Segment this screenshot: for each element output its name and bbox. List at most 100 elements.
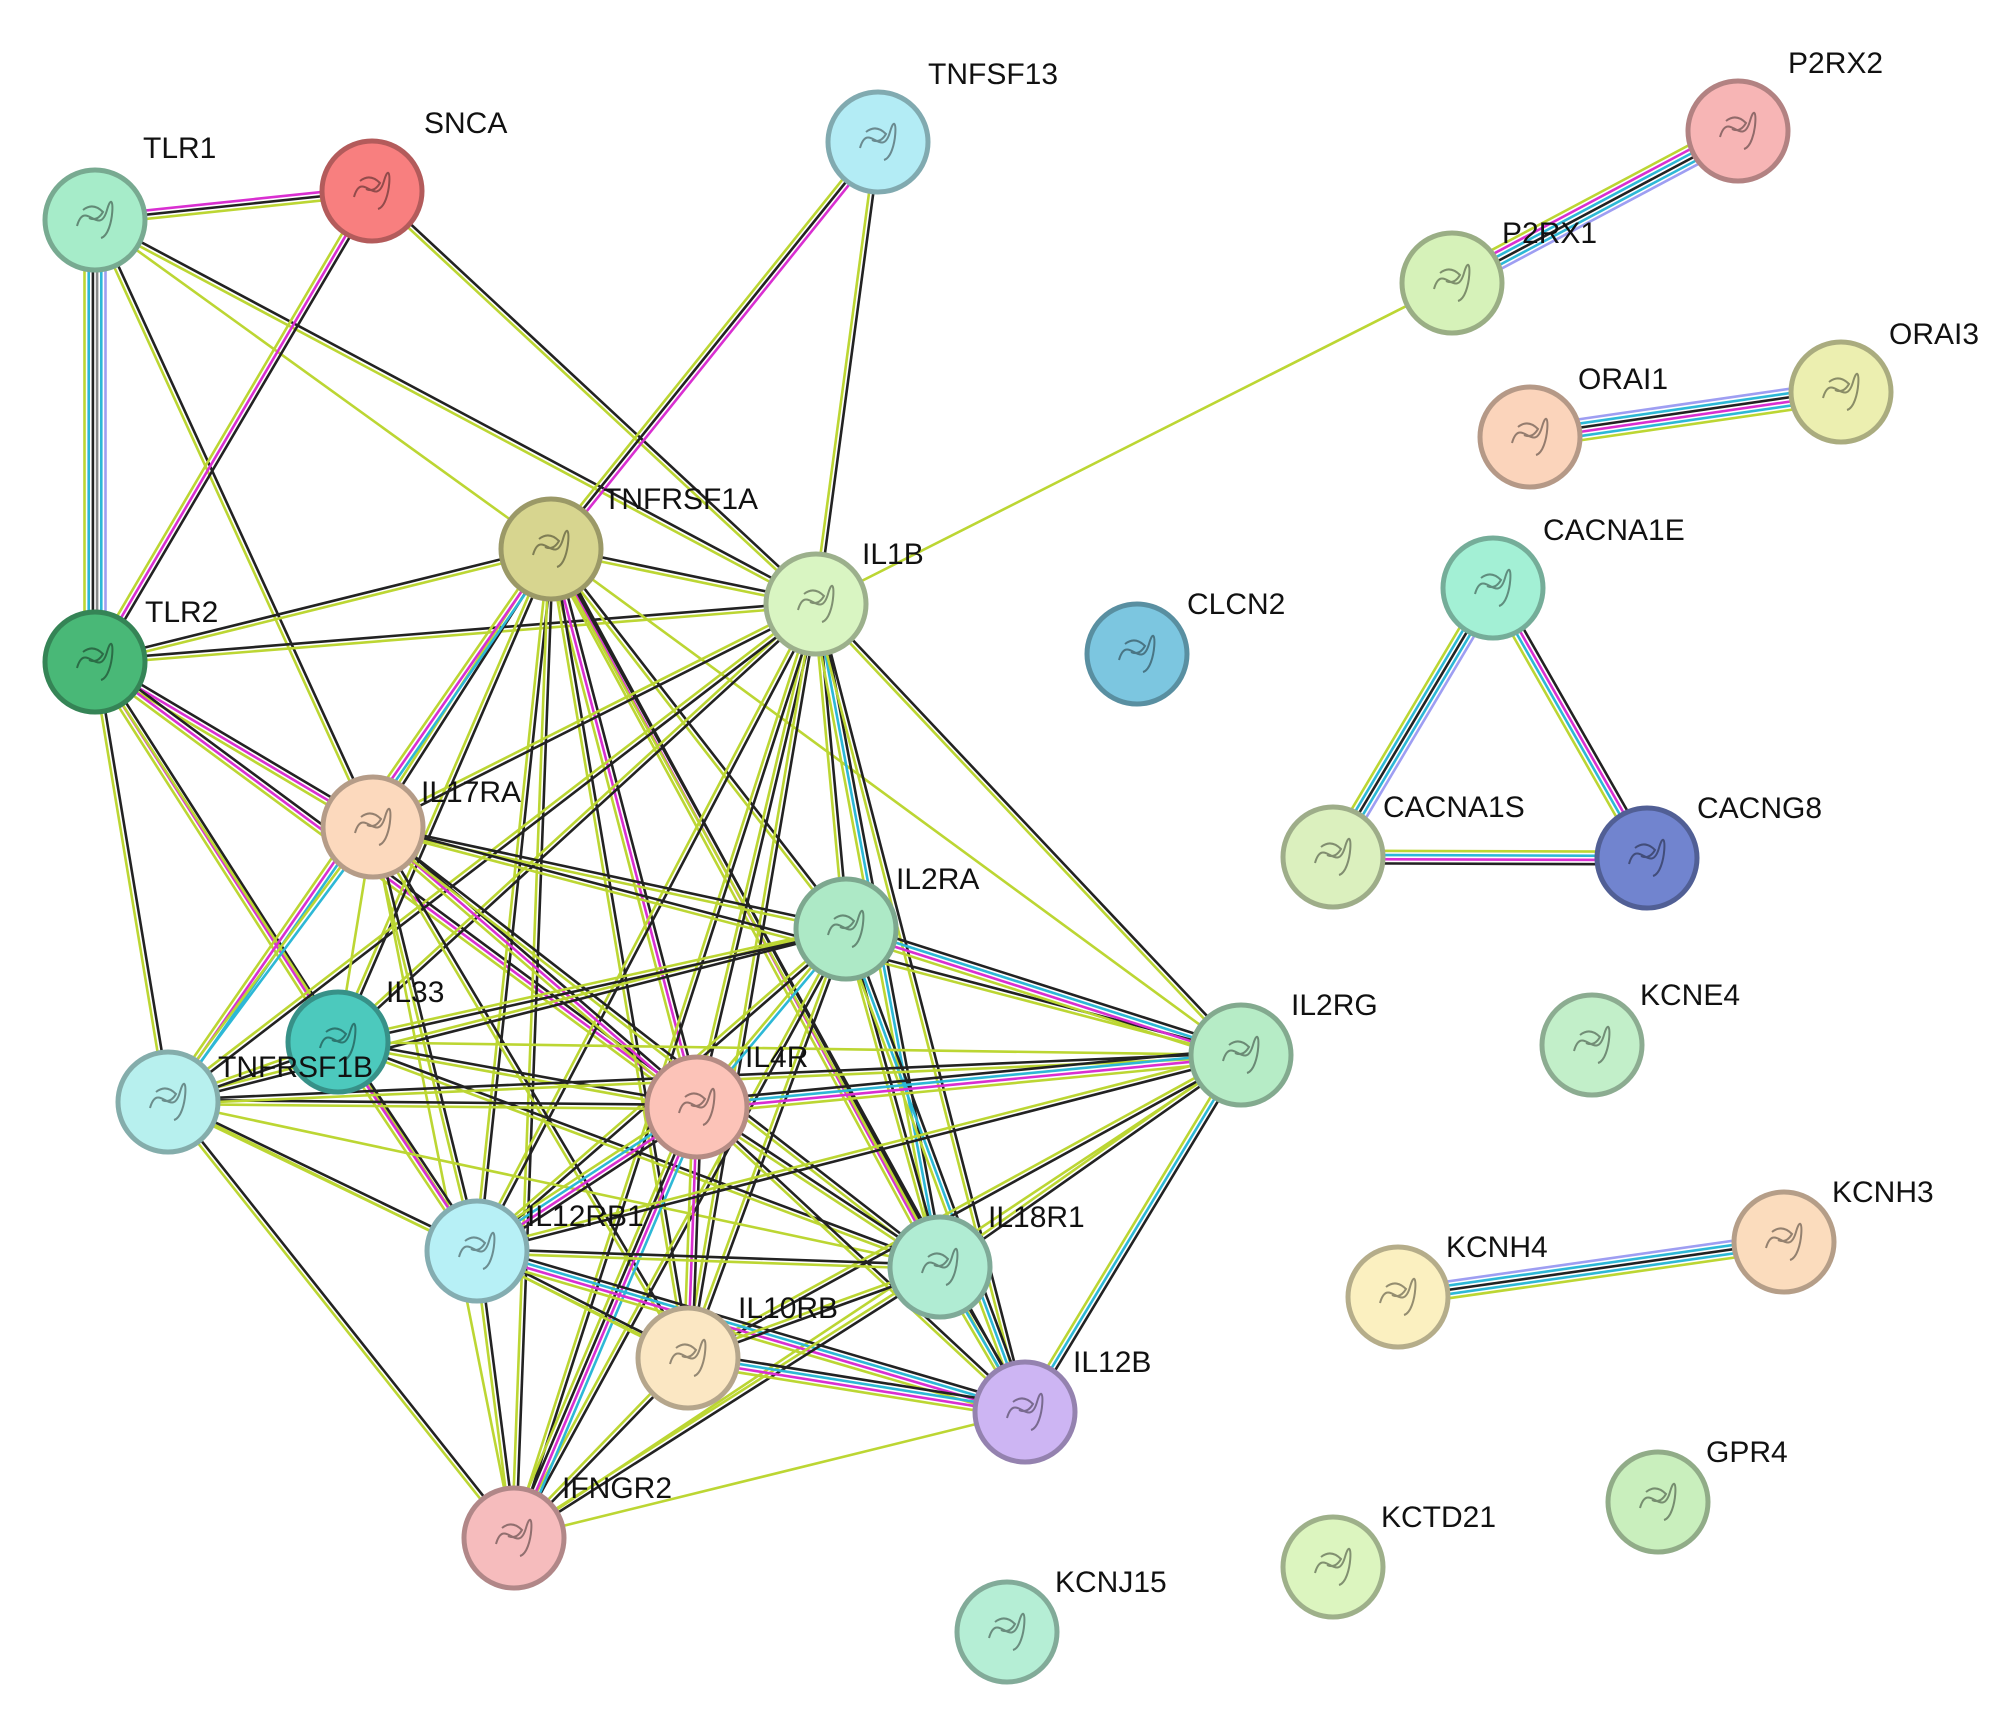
node-label: IL18R1	[988, 1201, 1085, 1234]
edge-IL18R1-IFNGR2	[512, 1264, 942, 1541]
edge-strand	[1027, 1056, 1246, 1415]
node-p2rx1[interactable]: P2RX1	[1399, 217, 1597, 336]
node-il18r1[interactable]: IL18R1	[887, 1201, 1085, 1320]
node-cacng8[interactable]: CACNG8	[1594, 792, 1822, 911]
edge-strand	[553, 547, 703, 1107]
node-il12b[interactable]: IL12B	[972, 1346, 1151, 1465]
node-il1b[interactable]: IL1B	[763, 538, 924, 657]
protein-structure-icon	[1314, 837, 1352, 876]
node-cacna1e[interactable]: CACNA1E	[1440, 514, 1685, 641]
edge-strand	[693, 603, 816, 1107]
node-gpr4[interactable]: GPR4	[1605, 1436, 1788, 1555]
node-il33[interactable]: IL33	[285, 976, 444, 1095]
node-tnfrsf1b[interactable]: TNFRSF1B	[115, 1049, 373, 1155]
edge-TNFRSF1A-IL10RB	[547, 548, 692, 1359]
edge-IL2RG-IL12B	[1020, 1052, 1246, 1415]
edge-strand	[816, 142, 882, 605]
edge-strand	[511, 927, 846, 1538]
node-label: TNFRSF1A	[603, 483, 758, 516]
edge-strand	[94, 218, 552, 551]
edge-strand	[473, 548, 551, 1251]
edge-strand	[167, 1102, 698, 1111]
node-kctd21[interactable]: KCTD21	[1280, 1501, 1496, 1620]
node-il2rg[interactable]: IL2RG	[1188, 989, 1378, 1108]
edge-TLR2-TNFRSF1A	[94, 545, 552, 666]
node-label: ORAI1	[1578, 363, 1668, 396]
node-il2ra[interactable]: IL2RA	[793, 863, 979, 982]
edge-strand	[338, 1038, 698, 1107]
edge-strand	[688, 1354, 1026, 1412]
protein-structure-icon	[1118, 634, 1156, 673]
node-kcnj15[interactable]: KCNJ15	[954, 1566, 1167, 1685]
node-orai3[interactable]: ORAI3	[1788, 318, 1979, 445]
node-label: KCNH3	[1832, 1176, 1934, 1209]
protein-structure-icon	[1822, 372, 1860, 411]
edge-strand	[1528, 380, 1840, 428]
edge-strand	[684, 603, 816, 1358]
edge-IL17RA-TNFRSF1B	[165, 824, 376, 1105]
node-ifngr2[interactable]: IFNGR2	[461, 1472, 672, 1591]
edge-strand	[1450, 127, 1738, 283]
node-cacna1s[interactable]: CACNA1S	[1280, 791, 1525, 910]
protein-structure-icon	[827, 909, 865, 948]
protein-structure-icon	[797, 584, 835, 623]
node-label: TLR2	[145, 596, 218, 629]
protein-structure-icon	[1573, 1025, 1611, 1064]
edge-strand	[97, 658, 343, 1041]
node-il17ra[interactable]: IL17RA	[320, 774, 521, 880]
node-il4r[interactable]: IL4R	[644, 1041, 808, 1160]
edge-strand	[337, 1040, 1242, 1057]
edge-strand	[1446, 120, 1734, 275]
node-tnfrsf1a[interactable]: TNFRSF1A	[498, 483, 758, 602]
edge-strand	[514, 929, 849, 1540]
edge-strand	[1530, 396, 1843, 445]
protein-structure-icon	[1719, 111, 1757, 150]
node-clcn2[interactable]: CLCN2	[1084, 588, 1285, 707]
edge-IL2RA-IL12B	[840, 927, 1031, 1414]
node-label: GPR4	[1706, 1436, 1788, 1469]
edge-TLR2-IL12RB1	[93, 661, 479, 1252]
edge-strand	[1339, 591, 1502, 862]
node-label: KCNE4	[1640, 979, 1740, 1012]
edge-strand	[369, 829, 696, 1112]
protein-structure-icon	[988, 1612, 1026, 1651]
node-kcnh3[interactable]: KCNH3	[1731, 1176, 1934, 1295]
node-p2rx2[interactable]: P2RX2	[1685, 47, 1883, 184]
protein-structure-icon	[1314, 1547, 1352, 1586]
edge-IL2RA-IFNGR2	[511, 927, 849, 1540]
edge-strand	[688, 604, 820, 1359]
edge-strand	[547, 549, 688, 1359]
edge-strand	[338, 929, 847, 1046]
node-label: IL1B	[862, 538, 924, 571]
edge-strand	[844, 928, 1027, 1413]
edge-strand	[369, 191, 816, 607]
node-il10rb[interactable]: IL10RB	[635, 1292, 838, 1411]
edge-strand	[477, 1055, 1242, 1255]
edge-IL17RA-IL18R1	[370, 824, 943, 1270]
node-label: IL33	[386, 976, 444, 1009]
edge-IL12B-IFNGR2	[513, 1410, 1026, 1540]
node-tlr2[interactable]: TLR2	[42, 596, 218, 715]
node-tnfsf13[interactable]: TNFSF13	[825, 58, 1058, 195]
edge-SNCA-TLR2	[90, 188, 377, 665]
edge-strand	[1332, 849, 1648, 854]
edge-strand	[371, 600, 816, 827]
protein-structure-icon	[669, 1338, 707, 1377]
node-kcnh4[interactable]: KCNH4	[1345, 1231, 1548, 1350]
edge-P2RX2-P2RX1	[1446, 120, 1744, 294]
protein-structure-icon	[1474, 568, 1512, 607]
node-label: KCNJ15	[1055, 1566, 1167, 1599]
node-kcne4[interactable]: KCNE4	[1539, 979, 1740, 1098]
node-tlr1[interactable]: TLR1	[42, 132, 216, 273]
protein-structure-icon	[1765, 1222, 1803, 1261]
edge-strand	[335, 601, 816, 1042]
edge-strand	[840, 930, 1023, 1414]
edge-strand	[372, 188, 819, 604]
edge-TNFRSF1B-IFNGR2	[165, 1099, 517, 1541]
node-il12rb1[interactable]: IL12RB1	[424, 1198, 644, 1304]
edge-strand	[95, 661, 172, 1102]
node-snca[interactable]: SNCA	[319, 107, 507, 244]
protein-structure-icon	[495, 1518, 533, 1557]
node-orai1[interactable]: ORAI1	[1477, 363, 1668, 490]
